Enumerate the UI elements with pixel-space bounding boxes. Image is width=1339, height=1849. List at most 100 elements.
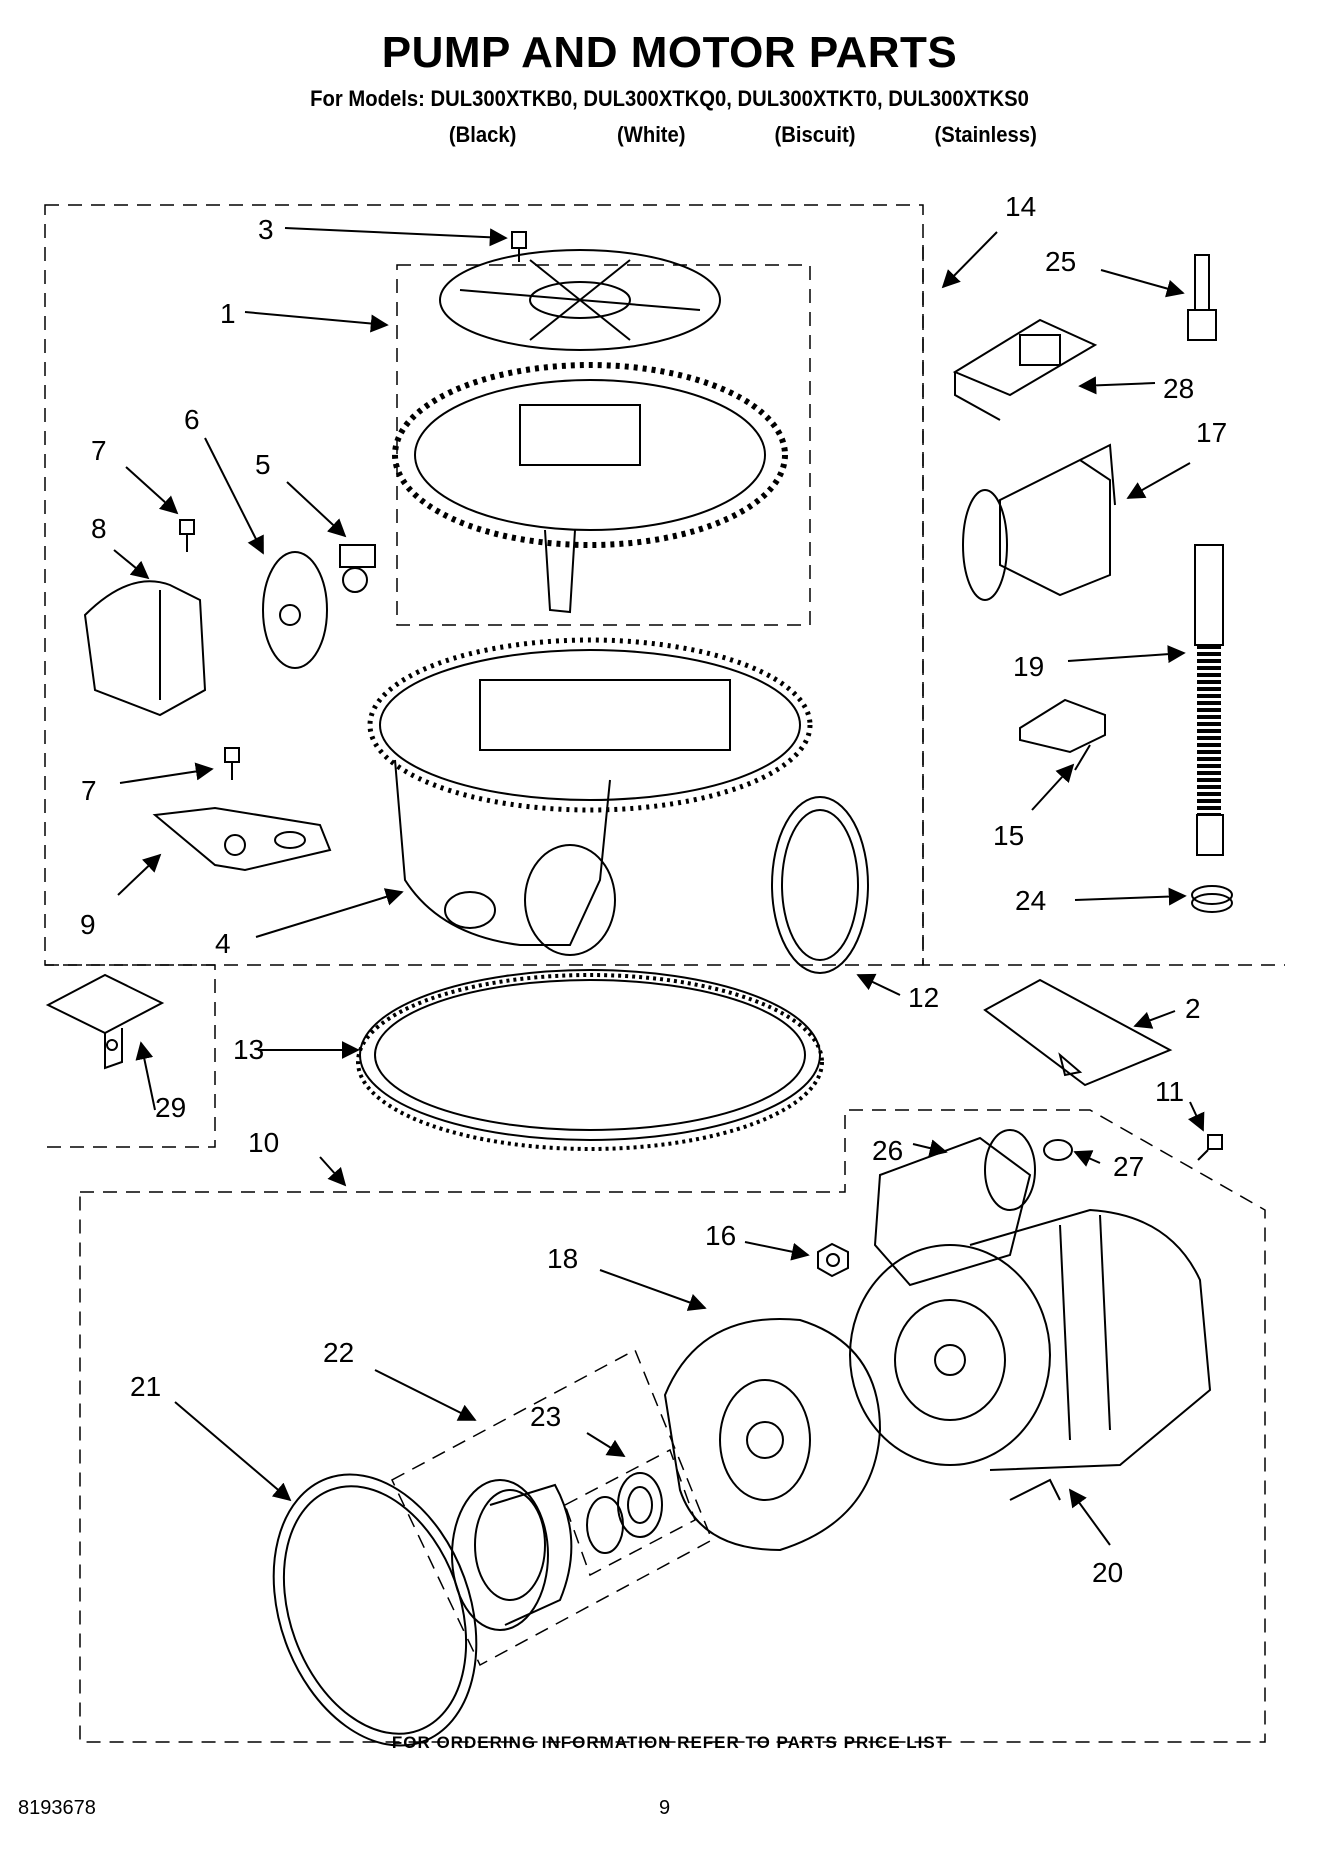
callout-9: 9: [80, 909, 96, 940]
impeller-group-boundary: [391, 1348, 713, 1667]
part-29-bracket: [45, 973, 165, 1070]
arrow-17: [1126, 462, 1191, 499]
arrow-19: [1067, 645, 1186, 664]
part-4-pump-housing: [367, 637, 813, 956]
part-13-gasket: [356, 969, 824, 1151]
callout-17: 17: [1196, 417, 1227, 448]
callout-27: 27: [1113, 1151, 1144, 1182]
part-24-clamp: [1191, 885, 1233, 913]
part-7-screw-upper: [179, 519, 195, 552]
motor-group-boundary: [79, 1109, 1266, 1743]
callout-14: 14: [1005, 191, 1036, 222]
top-cover-boundary: [396, 264, 811, 626]
group-boundaries: [44, 204, 1285, 1743]
callout-18: 18: [547, 1243, 578, 1274]
arrow-22: [374, 1369, 477, 1421]
arrow-7-upper: [125, 466, 179, 515]
part-5-clip: [339, 544, 376, 593]
part-25-sensor: [1187, 254, 1217, 341]
arrow-14: [941, 231, 998, 289]
bracket-group-boundary: [45, 964, 216, 1148]
callout-29: 29: [155, 1092, 186, 1123]
arrow-4: [255, 888, 404, 938]
arrow-2: [1133, 1010, 1176, 1029]
right-group-boundary: [922, 245, 1285, 966]
page-number: 9: [659, 1797, 671, 1819]
part-8-diverter-motor: [83, 580, 207, 717]
callout-4: 4: [215, 928, 231, 959]
arrow-26: [912, 1139, 948, 1157]
callout-6: 6: [184, 404, 200, 435]
arrow-29: [135, 1041, 156, 1111]
callout-24: 24: [1015, 885, 1046, 916]
part-2-shield: [983, 978, 1173, 1087]
arrow-6: [204, 437, 264, 555]
arrow-12: [856, 973, 901, 996]
callout-8: 8: [91, 513, 107, 544]
part-27-washer: [1043, 1139, 1073, 1161]
callout-labels: 3 1 14 25 28 17 6 5 7 8 7 9 4 19 15 24 1…: [80, 191, 1227, 1588]
arrow-25: [1100, 269, 1185, 298]
callout-7-lower: 7: [81, 775, 97, 806]
arrow-16: [744, 1241, 810, 1261]
callout-16: 16: [705, 1220, 736, 1251]
callout-10: 10: [248, 1127, 279, 1158]
arrow-15: [1031, 763, 1075, 811]
arrow-7-lower: [119, 762, 214, 784]
callout-23: 23: [530, 1401, 561, 1432]
part-17-sensor-housing: [962, 443, 1116, 601]
leader-arrows: [113, 227, 1205, 1546]
arrow-24: [1074, 887, 1187, 906]
callout-12: 12: [908, 982, 939, 1013]
callout-15: 15: [993, 820, 1024, 851]
color-stainless: (Stainless): [934, 122, 1037, 147]
part-28-cover: [952, 318, 1098, 421]
part-23-seal: [586, 1472, 663, 1554]
arrow-28: [1078, 376, 1156, 395]
main-assembly-boundary: [44, 204, 924, 966]
part-22-impeller: [451, 1479, 573, 1631]
color-black: (Black): [448, 122, 517, 147]
callout-13: 13: [233, 1034, 264, 1065]
arrow-9: [117, 853, 162, 896]
arrow-20: [1068, 1488, 1111, 1546]
arrow-8: [113, 549, 150, 580]
part-7-screw-lower: [224, 747, 240, 780]
callout-26: 26: [872, 1135, 903, 1166]
arrow-11: [1188, 1101, 1205, 1132]
callout-28: 28: [1163, 373, 1194, 404]
callout-3: 3: [258, 214, 274, 245]
callout-7-upper: 7: [91, 435, 107, 466]
part-9-bracket: [152, 806, 332, 872]
document-number: 8193678: [18, 1797, 96, 1819]
part-20-motor: [849, 1208, 1212, 1501]
callout-25: 25: [1045, 246, 1076, 277]
part-18-housing-plate: [663, 1318, 882, 1552]
arrow-1: [244, 311, 389, 333]
color-white: (White): [616, 122, 686, 147]
seal-group-boundary: [564, 1448, 696, 1577]
part-11-screw: [1197, 1134, 1223, 1161]
arrow-5: [286, 481, 347, 538]
part-26-capacitor: [873, 1129, 1036, 1287]
part-6-disc: [262, 551, 328, 669]
callout-1: 1: [220, 298, 236, 329]
part-19-hose: [1194, 544, 1224, 856]
arrow-27: [1073, 1150, 1101, 1167]
arrow-3: [284, 227, 508, 247]
callout-21: 21: [130, 1371, 161, 1402]
arrow-18: [599, 1269, 707, 1311]
arrow-23: [586, 1432, 626, 1457]
callout-2: 2: [1185, 993, 1201, 1024]
page-title: PUMP AND MOTOR PARTS: [381, 28, 958, 77]
arrow-10: [319, 1156, 347, 1187]
part-15-clip: [1019, 698, 1106, 771]
callout-11: 11: [1155, 1076, 1184, 1107]
models-line: For Models: DUL300XTKB0, DUL300XTKQ0, DU…: [310, 86, 1029, 111]
part-21-gasket-ring: [272, 1473, 478, 1747]
part-1-cover: [392, 249, 788, 614]
callout-20: 20: [1092, 1557, 1123, 1588]
part-16-nut: [817, 1242, 849, 1278]
part-3-screw: [511, 231, 527, 262]
